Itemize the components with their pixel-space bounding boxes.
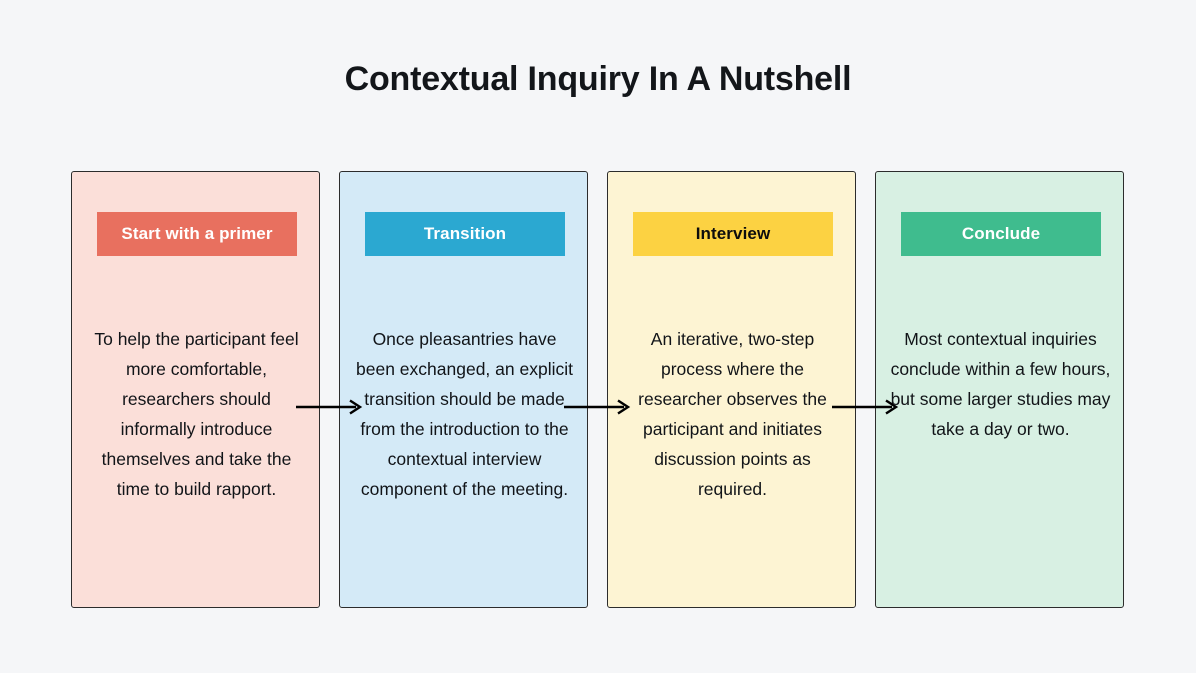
page-title: Contextual Inquiry In A Nutshell <box>344 60 852 98</box>
flow-arrow-2 <box>564 399 632 415</box>
process-flow: Start with a primer To help the particip… <box>71 171 1125 610</box>
step-header-4: Conclude <box>901 212 1101 256</box>
step-header-2: Transition <box>365 212 565 256</box>
step-description-2: Once pleasantries have been exchanged, a… <box>356 329 573 499</box>
step-label-2: Transition <box>423 224 507 243</box>
step-description-4: Most contextual inquiries conclude withi… <box>890 329 1111 439</box>
process-step-card-1: Start with a primer To help the particip… <box>71 171 320 608</box>
step-label-3: Interview <box>695 224 771 243</box>
step-header-3: Interview <box>633 212 833 256</box>
flow-arrow-3 <box>832 399 900 415</box>
arrow-right-icon <box>564 399 631 415</box>
flow-arrow-1 <box>296 399 364 415</box>
process-step-card-2: Transition Once pleasantries have been e… <box>339 171 588 608</box>
step-description-3: An iterative, two-step process where the… <box>638 329 827 499</box>
process-step-card-3: Interview An iterative, two-step process… <box>607 171 856 608</box>
arrow-right-icon <box>296 399 363 415</box>
step-label-4: Conclude <box>961 224 1041 243</box>
step-label-1: Start with a primer <box>121 224 273 243</box>
step-description-1: To help the participant feel more comfor… <box>94 329 299 499</box>
arrow-right-icon <box>832 399 899 415</box>
step-header-1: Start with a primer <box>97 212 297 256</box>
process-step-card-4: Conclude Most contextual inquiries concl… <box>875 171 1124 608</box>
